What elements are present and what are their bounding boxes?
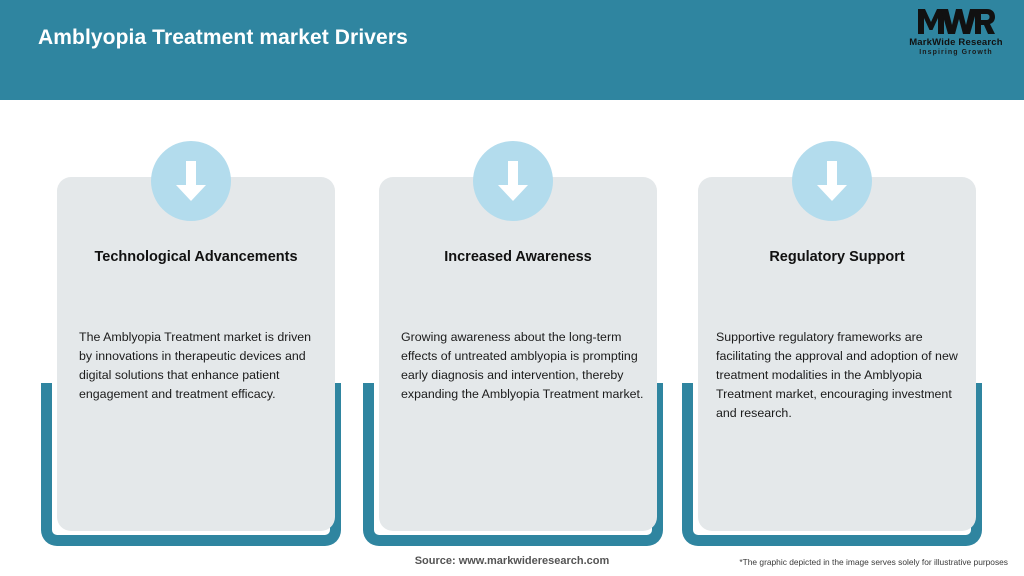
card-body-text: The Amblyopia Treatment market is driven… <box>79 330 312 401</box>
card-panel <box>57 177 335 531</box>
down-arrow-icon <box>151 141 231 221</box>
card-title: Technological Advancements <box>94 249 298 265</box>
card-bracket <box>41 383 341 546</box>
drivers-card-row: Technological Advancements The Amblyopia… <box>0 100 1024 550</box>
card-bracket <box>363 383 663 546</box>
card-panel <box>379 177 657 531</box>
page-title: Amblyopia Treatment market Drivers <box>38 26 408 49</box>
logo-tagline: Inspiring Growth <box>919 49 993 56</box>
down-arrow-icon <box>473 141 553 221</box>
driver-card-3[interactable]: Regulatory Support Supportive regulatory… <box>682 100 982 550</box>
mwr-monogram-icon <box>904 8 1008 36</box>
driver-card-2[interactable]: Increased Awareness Growing awareness ab… <box>363 100 663 550</box>
brand-logo: MarkWide Research Inspiring Growth <box>904 8 1008 62</box>
card-bracket <box>682 383 982 546</box>
disclaimer-note: *The graphic depicted in the image serve… <box>739 557 1008 567</box>
header-bar: Amblyopia Treatment market Drivers MarkW… <box>0 0 1024 100</box>
card-body-text: Growing awareness about the long-term ef… <box>401 330 644 401</box>
card-title: Regulatory Support <box>769 249 905 265</box>
card-body-text: Supportive regulatory frameworks are fac… <box>716 330 958 420</box>
source-label: Source: www.markwideresearch.com <box>414 555 610 567</box>
driver-card-1[interactable]: Technological Advancements The Amblyopia… <box>41 100 341 550</box>
logo-company-name: MarkWide Research <box>909 37 1003 48</box>
card-title: Increased Awareness <box>444 249 592 265</box>
card-panel <box>698 177 976 531</box>
down-arrow-icon <box>792 141 872 221</box>
